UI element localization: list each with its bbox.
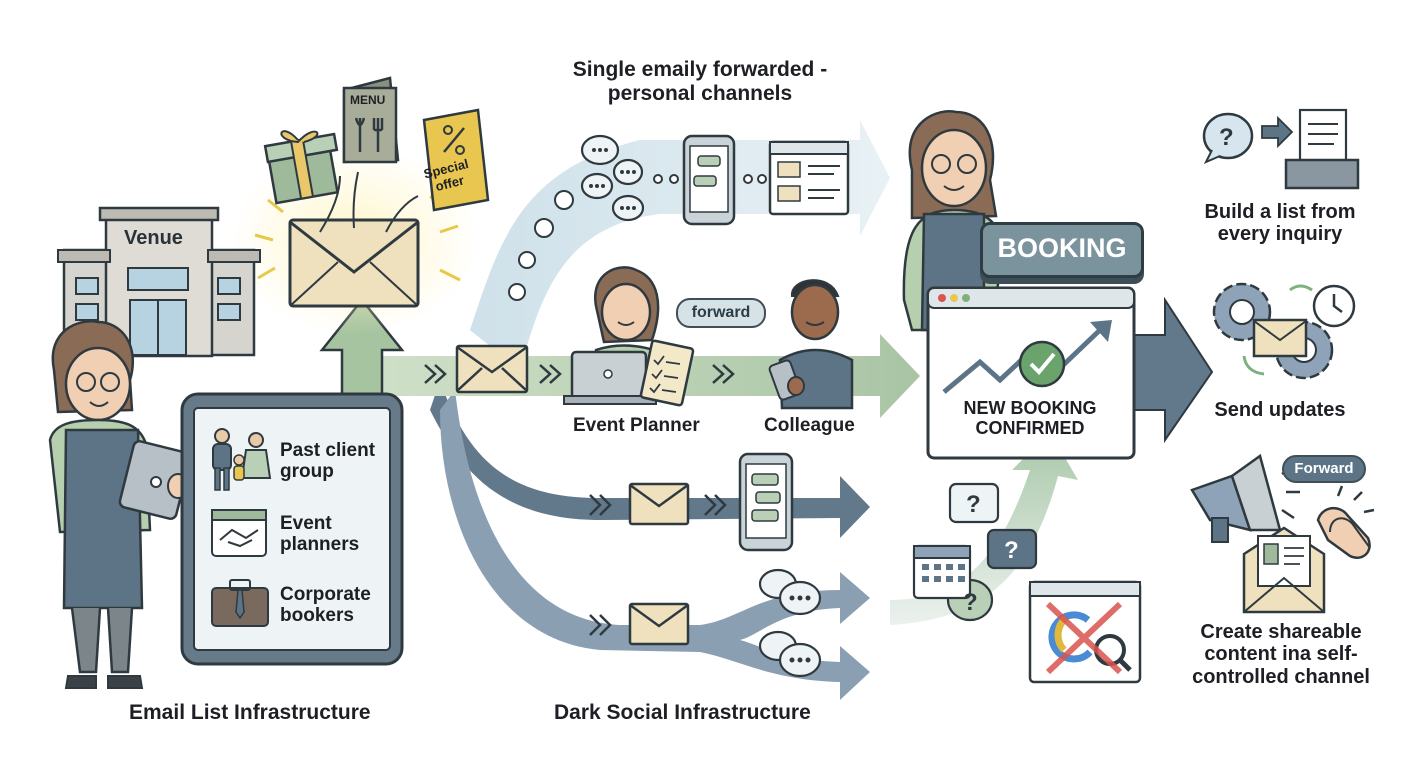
forward-pill: forward [676, 298, 766, 328]
gears-clock-email-icon [1212, 282, 1356, 380]
top-channel-title: Single emaily forwarded - personal chann… [572, 58, 828, 105]
no-search-engine-icon [1028, 580, 1142, 684]
booking-button: BOOKING [980, 222, 1144, 278]
email-window-icon [768, 140, 850, 216]
svg-text:?: ? [963, 589, 978, 616]
arrow-inquiry-to-booking [890, 432, 1078, 625]
inquiry-question-icons [912, 482, 1038, 622]
question-marks: ??? [963, 491, 1019, 616]
event-planner-label: Event Planner [573, 415, 700, 436]
dots-trail [508, 174, 767, 301]
colleague-label: Colleague [764, 415, 855, 436]
flow-envelope-icons [455, 344, 690, 646]
build-list-label: Build a list from every inquiry [1204, 201, 1356, 246]
forward-badge: Forward [1282, 455, 1366, 483]
main-envelope-icon [288, 171, 420, 308]
tablet-item-event-planners: Event planners [280, 513, 360, 556]
booking-confirmed-label: NEW BOOKING CONFIRMED [963, 398, 1097, 439]
messaging-phone-icon [738, 452, 794, 552]
handshake-calendar-icon [211, 509, 267, 557]
svg-text:?: ? [966, 491, 981, 518]
event-planner-figure [563, 266, 695, 407]
dark-social-infrastructure-caption: Dark Social Infrastructure [554, 701, 811, 724]
email-list-infrastructure-caption: Email List Infrastructure [129, 701, 371, 724]
svg-text:?: ? [1219, 124, 1234, 151]
clapping-hands-icon [1316, 485, 1375, 559]
tablet-item-corporate-bookers: Corporate bookers [280, 584, 371, 627]
colleague-figure [768, 279, 854, 410]
arrow-to-actions [1129, 296, 1214, 444]
chat-bubble-icons [580, 134, 822, 678]
smartphone-icon [682, 134, 736, 226]
booking-confirmed-window [926, 286, 1136, 460]
megaphone-email-icon [1190, 453, 1326, 614]
tablet-item-past-clients: Past client group [280, 440, 376, 483]
svg-text:?: ? [1004, 537, 1019, 564]
create-content-label: Create shareable content ina self- contr… [1192, 621, 1370, 688]
chat-dots [589, 148, 811, 663]
briefcase-icon [211, 579, 269, 627]
chevrons [424, 364, 735, 636]
special-offer-coupon-icon [422, 108, 490, 212]
question-to-inbox-icon: ? [1202, 108, 1360, 190]
gift-icon [263, 130, 339, 205]
ribbon-dark-social [440, 390, 870, 700]
venue-staff-woman-figure [48, 320, 192, 689]
menu-label: MENU [350, 93, 386, 107]
menu-card-icon [342, 76, 400, 164]
family-icon [212, 428, 272, 491]
send-updates-label: Send updates [1214, 399, 1346, 421]
venue-label: Venue [124, 227, 183, 249]
